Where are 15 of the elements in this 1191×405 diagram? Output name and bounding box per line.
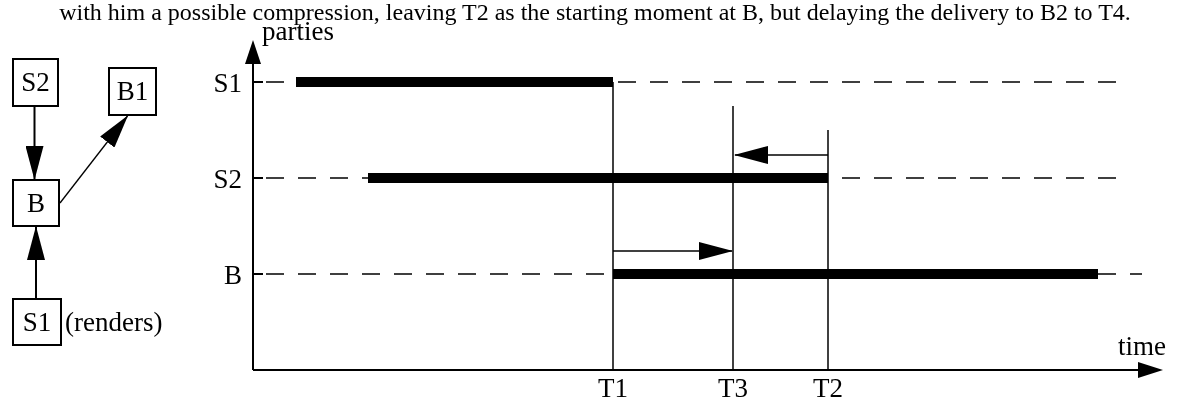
box-caption: (renders): [65, 309, 163, 336]
tick-label: T3: [718, 375, 748, 402]
row-label: S1: [213, 70, 242, 97]
arrow: [25, 106, 44, 180]
party-box: B1: [108, 67, 157, 116]
party-box: B: [12, 179, 60, 227]
arrow: [59, 115, 129, 204]
party-box: S1: [12, 298, 62, 346]
row-label: B: [224, 262, 242, 289]
axis-label: time: [1118, 333, 1166, 360]
tick-label: T2: [813, 375, 843, 402]
arrow: [27, 226, 45, 299]
row-label: S2: [213, 166, 242, 193]
tick-label: T1: [598, 375, 628, 402]
party-box: S2: [12, 58, 59, 107]
